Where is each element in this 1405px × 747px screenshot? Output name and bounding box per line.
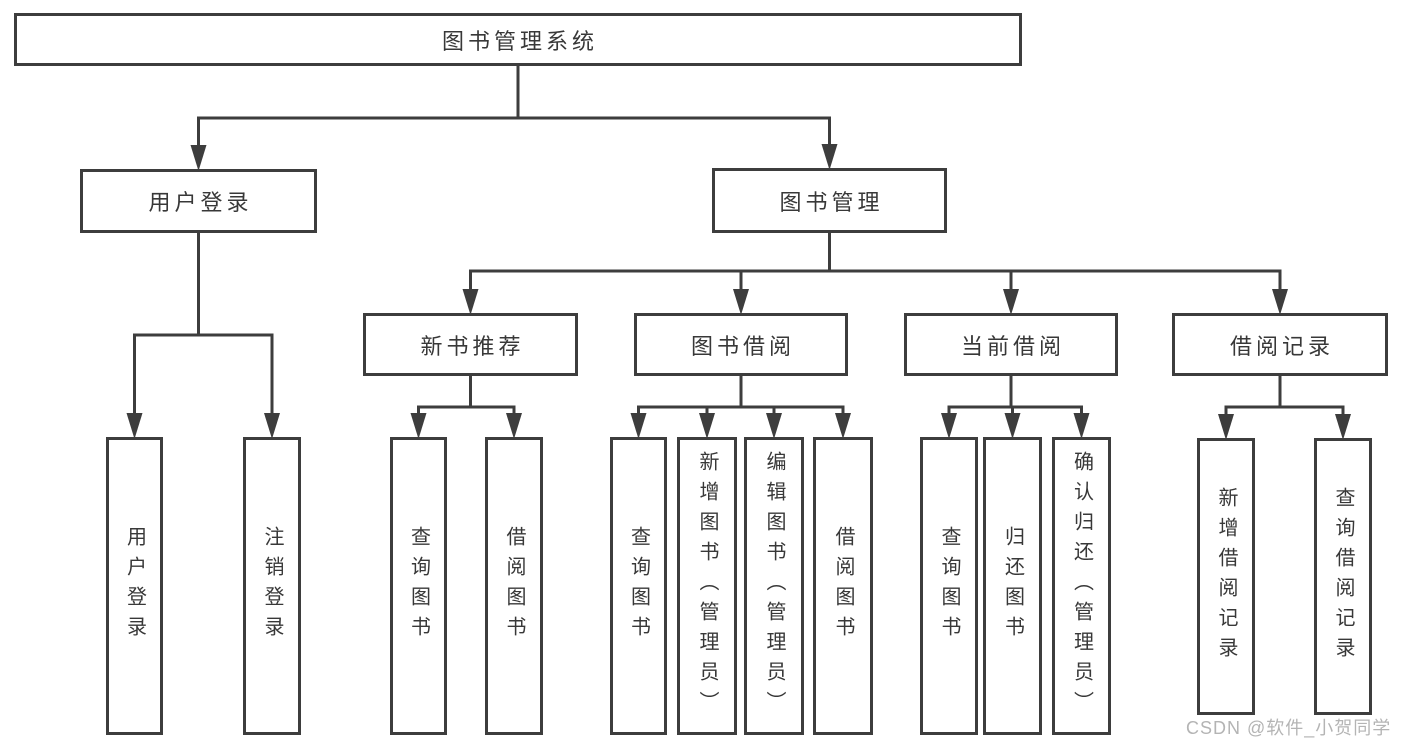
node-label-leaf-query-book-1: 查询图书 (407, 526, 430, 646)
node-leaf-add-record: 新增借阅记录 (1197, 438, 1255, 715)
arrowhead-leaf-user-login (126, 413, 143, 439)
node-label-leaf-query-record: 查询借阅记录 (1332, 486, 1354, 667)
node-label-leaf-add-book: 新增图书（管理员） (696, 451, 718, 721)
node-label-book-mgmt: 图书管理 (779, 189, 884, 215)
node-leaf-user-login: 用户登录 (106, 437, 163, 735)
arrowhead-leaf-borrow-book-1 (506, 413, 522, 439)
arrowhead-leaf-query-book-1 (410, 413, 427, 439)
arrowhead-current-borrow (1003, 289, 1019, 315)
node-label-leaf-edit-book: 编辑图书（管理员） (763, 451, 785, 721)
arrowhead-new-book-rec (462, 289, 479, 315)
arrowhead-user-login (190, 145, 207, 171)
connector-borrow-records (1218, 372, 1351, 440)
arrowhead-leaf-logout (264, 413, 280, 439)
connector-book-mgmt (462, 229, 1288, 315)
node-new-book-rec: 新书推荐 (363, 313, 578, 376)
node-label-leaf-borrow-book-1: 借阅图书 (503, 526, 525, 646)
connector-user-login (126, 229, 280, 439)
connector-root (190, 62, 838, 171)
arrowhead-book-mgmt (821, 144, 838, 170)
node-label-leaf-user-login: 用户登录 (123, 526, 146, 646)
arrowhead-leaf-add-record (1218, 414, 1234, 440)
arrowhead-leaf-confirm-return (1073, 413, 1090, 439)
node-borrow-records: 借阅记录 (1172, 313, 1388, 376)
node-current-borrow: 当前借阅 (904, 313, 1118, 376)
node-label-leaf-borrow-book-2: 借阅图书 (832, 526, 854, 646)
node-leaf-edit-book: 编辑图书（管理员） (744, 437, 804, 735)
node-label-leaf-logout: 注销登录 (261, 526, 283, 646)
node-label-leaf-add-record: 新增借阅记录 (1215, 486, 1237, 667)
node-leaf-return-book: 归还图书 (983, 437, 1042, 735)
node-book-mgmt: 图书管理 (712, 168, 947, 233)
node-label-leaf-query-book-2: 查询图书 (627, 526, 650, 646)
node-label-root: 图书管理系统 (441, 28, 598, 54)
arrowhead-leaf-query-record (1335, 414, 1351, 440)
node-root: 图书管理系统 (14, 13, 1022, 66)
connector-book-borrow (630, 372, 851, 439)
arrowhead-leaf-borrow-book-2 (835, 413, 851, 439)
node-label-user-login: 用户登录 (148, 190, 253, 215)
node-leaf-query-book-1: 查询图书 (390, 437, 447, 735)
node-book-borrow: 图书借阅 (634, 313, 848, 376)
node-leaf-query-book-2: 查询图书 (610, 437, 667, 735)
node-leaf-query-book-3: 查询图书 (920, 437, 978, 735)
node-label-borrow-records: 借阅记录 (1229, 333, 1334, 359)
node-leaf-query-record: 查询借阅记录 (1314, 438, 1372, 715)
arrowhead-leaf-query-book-2 (630, 413, 647, 439)
arrowhead-leaf-query-book-3 (941, 413, 957, 439)
node-leaf-add-book: 新增图书（管理员） (677, 437, 737, 735)
connector-new-book-rec (410, 372, 522, 439)
node-user-login: 用户登录 (80, 169, 317, 233)
node-leaf-borrow-book-2: 借阅图书 (813, 437, 873, 735)
node-label-new-book-rec: 新书推荐 (420, 333, 525, 359)
arrowhead-borrow-records (1272, 289, 1288, 315)
node-leaf-borrow-book-1: 借阅图书 (485, 437, 543, 735)
node-label-leaf-return-book: 归还图书 (1001, 526, 1024, 646)
watermark-text: CSDN @软件_小贺同学 (1186, 718, 1392, 738)
arrowhead-leaf-return-book (1004, 413, 1021, 439)
node-label-leaf-query-book-3: 查询图书 (938, 526, 960, 646)
arrowhead-book-borrow (733, 289, 749, 315)
node-label-book-borrow: 图书借阅 (690, 333, 795, 359)
arrowhead-leaf-edit-book (766, 413, 782, 439)
node-label-leaf-confirm-return: 确认归还（管理员） (1070, 451, 1093, 721)
node-leaf-logout: 注销登录 (243, 437, 301, 735)
node-label-current-borrow: 当前借阅 (960, 333, 1065, 359)
node-leaf-confirm-return: 确认归还（管理员） (1052, 437, 1111, 735)
connector-current-borrow (941, 372, 1090, 439)
arrowhead-leaf-add-book (699, 413, 715, 439)
